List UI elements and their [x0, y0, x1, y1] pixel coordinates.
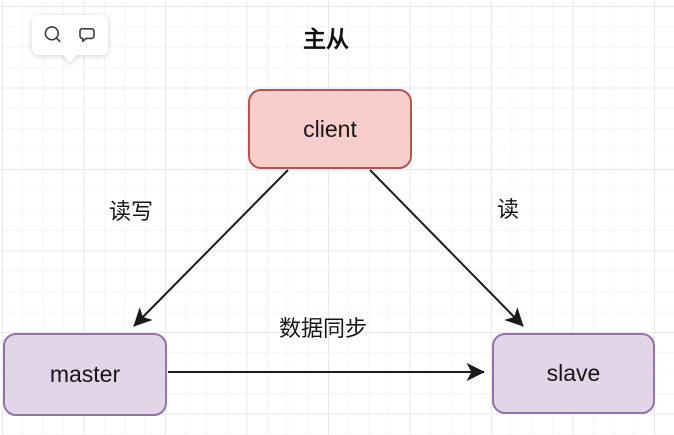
diagram-title: 主从 [303, 26, 349, 52]
edge-label-read: 读 [496, 197, 520, 222]
node-client-label: client [303, 115, 357, 142]
node-slave[interactable]: slave [492, 333, 655, 414]
edge-label-read-write: 读写 [108, 199, 154, 224]
comment-icon[interactable] [76, 24, 98, 46]
node-client[interactable]: client [248, 89, 412, 169]
edge-client-master[interactable] [133, 169, 289, 327]
node-master[interactable]: master [3, 333, 167, 416]
floating-toolbar [32, 15, 108, 55]
zoom-icon[interactable] [42, 24, 64, 46]
node-slave-label: slave [546, 360, 601, 386]
node-master-label: master [49, 361, 121, 387]
edge-label-data-sync: 数据同步 [278, 316, 368, 341]
